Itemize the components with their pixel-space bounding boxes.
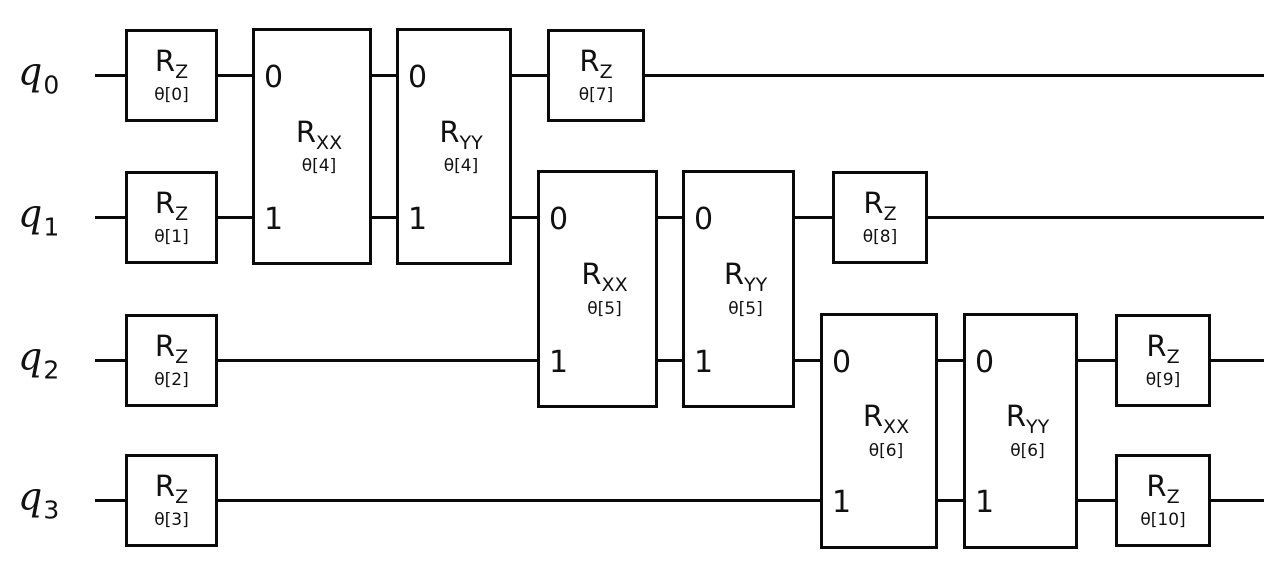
wire-q3	[95, 498, 1264, 502]
port-0: 0	[832, 345, 852, 380]
gate-param: θ[9]	[1145, 370, 1181, 391]
gate-param: θ[4]	[301, 156, 337, 177]
gate-param: θ[8]	[862, 227, 898, 248]
port-0: 0	[408, 60, 428, 95]
gate-param: θ[6]	[868, 440, 904, 461]
wire-q1	[95, 215, 1264, 219]
gate-param: θ[2]	[154, 370, 189, 391]
gate-label-block: RYY θ[6]	[992, 402, 1049, 460]
gate-label: RXX	[295, 114, 343, 154]
gate-label: RZ	[154, 328, 189, 368]
wire-q2	[95, 358, 1264, 362]
port-1: 1	[832, 485, 852, 520]
gate-label-block: RYY θ[4]	[425, 114, 483, 177]
gate-label-block: RXX θ[4]	[282, 114, 343, 177]
port-0: 0	[549, 202, 569, 237]
port-1: 1	[694, 345, 714, 380]
gate-label: RYY	[439, 114, 483, 154]
gate-rz-theta8-q1: RZ θ[8]	[832, 171, 928, 264]
gate-ryy-theta4-q0q1: 0 1 RYY θ[4]	[396, 28, 512, 265]
gate-param: θ[6]	[1010, 440, 1045, 461]
gate-label: RXX	[862, 399, 910, 438]
qubit-label-q3: q3	[18, 474, 60, 525]
gate-label: RZ	[863, 185, 897, 225]
gate-rz-theta7-q0: RZ θ[7]	[547, 29, 645, 122]
gate-label: RYY	[1005, 399, 1050, 438]
port-1: 1	[975, 485, 995, 520]
gate-rxx-theta5-q1q2: 0 1 RXX θ[5]	[537, 170, 658, 408]
gate-rz-theta2-q2: RZ θ[2]	[125, 314, 218, 407]
qubit-label-q1: q1	[18, 191, 60, 242]
port-1: 1	[264, 202, 284, 237]
gate-label: RXX	[581, 257, 628, 296]
gate-param: θ[4]	[443, 156, 479, 177]
gate-label: RZ	[154, 468, 189, 508]
port-0: 0	[694, 202, 714, 237]
gate-rz-theta1-q1: RZ θ[1]	[125, 171, 218, 264]
gate-rz-theta3-q3: RZ θ[3]	[125, 454, 218, 547]
port-0: 0	[264, 60, 284, 95]
gate-label: RZ	[1146, 328, 1180, 368]
gate-label-block: RYY θ[5]	[710, 260, 767, 318]
gate-param: θ[5]	[587, 298, 622, 319]
qubit-label-q0: q0	[18, 49, 60, 100]
gate-label-block: RXX θ[5]	[567, 260, 627, 318]
gate-rz-theta9-q2: RZ θ[9]	[1115, 314, 1211, 407]
gate-param: θ[5]	[728, 298, 763, 319]
gate-label: RYY	[723, 257, 768, 296]
gate-param: θ[7]	[578, 85, 614, 106]
gate-param: θ[1]	[154, 227, 189, 248]
gate-ryy-theta5-q1q2: 0 1 RYY θ[5]	[682, 170, 795, 408]
port-1: 1	[549, 345, 569, 380]
gate-param: θ[3]	[154, 510, 189, 531]
gate-label: RZ	[579, 43, 613, 83]
gate-param: θ[10]	[1140, 510, 1186, 531]
gate-ryy-theta6-q2q3: 0 1 RYY θ[6]	[963, 313, 1078, 549]
gate-label-block: RXX θ[6]	[849, 402, 909, 460]
port-1: 1	[408, 202, 428, 237]
gate-label: RZ	[1146, 468, 1180, 508]
gate-rxx-theta6-q2q3: 0 1 RXX θ[6]	[820, 313, 938, 549]
gate-rz-theta10-q3: RZ θ[10]	[1115, 454, 1211, 547]
gate-param: θ[0]	[154, 85, 189, 106]
gate-rz-theta0-q0: RZ θ[0]	[125, 29, 218, 122]
gate-rxx-theta4-q0q1: 0 1 RXX θ[4]	[252, 28, 372, 265]
gate-label: RZ	[154, 43, 189, 83]
gate-label: RZ	[154, 185, 189, 225]
wire-q0	[95, 73, 1264, 77]
port-0: 0	[975, 345, 995, 380]
qubit-label-q2: q2	[18, 334, 60, 385]
